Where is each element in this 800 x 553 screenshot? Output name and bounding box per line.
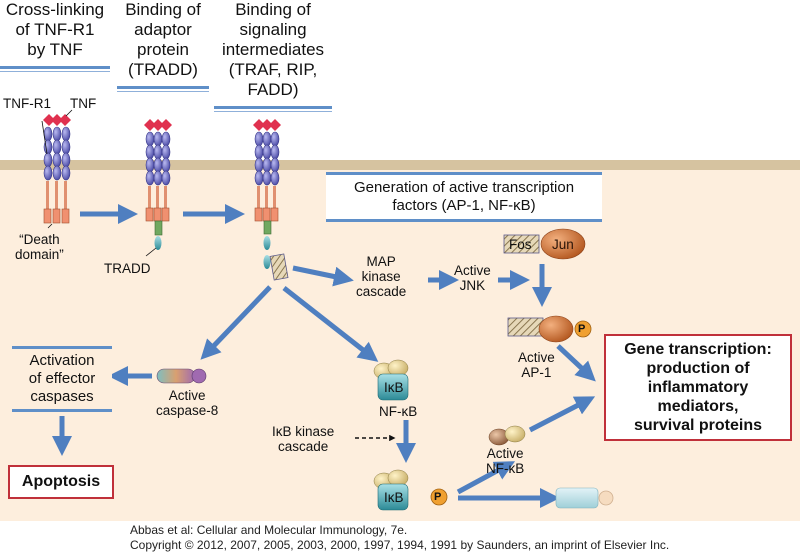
header-underline — [117, 86, 209, 89]
phosphorylated-ikb-nfkb-complex — [373, 469, 448, 511]
phosphate-label-bottom: P — [434, 491, 442, 503]
plasma-membrane — [0, 160, 800, 170]
active-ap1-label: Active AP-1 — [518, 350, 555, 380]
header-signaling-binding: Binding of signaling intermediates (TRAF… — [214, 0, 332, 112]
copyright-line: Copyright © 2012, 2007, 2005, 2003, 2000… — [130, 538, 670, 552]
header-underline-thin — [214, 111, 332, 112]
header-underline — [214, 106, 332, 109]
tradd-label: TRADD — [104, 261, 151, 276]
ikb-nfkb-complex — [373, 359, 409, 401]
apoptosis-text: Apoptosis — [21, 473, 101, 490]
phosphate-circle — [574, 320, 592, 338]
ikb-label: IκB — [384, 380, 404, 395]
header-adaptor-binding: Binding of adaptor protein (TRADD) — [117, 0, 209, 92]
ikb-kinase-label: IκB kinase cascade — [272, 424, 335, 454]
active-nfkb-label: Active NF-κB — [486, 446, 525, 476]
header-underline — [0, 66, 110, 69]
ikb-phospho-label: IκB — [384, 490, 404, 505]
effector-caspases-box: Activation of effector caspases — [12, 346, 112, 412]
jun-protein — [540, 228, 586, 260]
fos-protein — [503, 234, 540, 254]
map-kinase-label: MAP kinase cascade — [356, 254, 407, 299]
citation-line: Abbas et al: Cellular and Molecular Immu… — [130, 523, 408, 537]
pathway-arrows — [52, 204, 596, 508]
jun-label: Jun — [552, 237, 574, 252]
phosphate-label: P — [578, 323, 586, 335]
gene-transcription-box: Gene transcription: production of inflam… — [604, 334, 792, 441]
nfkb-label: NF-κB — [379, 404, 418, 419]
active-nfkb-dimer — [488, 425, 526, 446]
degraded-ikb — [555, 487, 614, 509]
tnfr1-signaling-complex — [253, 119, 289, 281]
tnfr1-tradd-complex — [144, 119, 172, 250]
tnfr1-label: TNF-R1 — [3, 96, 51, 111]
active-caspase8-label: Active caspase-8 — [156, 388, 219, 418]
apoptosis-box: Apoptosis — [8, 465, 114, 499]
header-signaling-text: Binding of signaling intermediates (TRAF… — [221, 0, 325, 99]
tnf-label: TNF — [70, 96, 97, 111]
fos-label: Fos — [509, 237, 532, 252]
header-crosslinking-text: Cross-linking of TNF-R1 by TNF — [5, 0, 105, 59]
transcription-factors-box: Generation of active transcription facto… — [326, 172, 602, 222]
active-jnk-label: Active JNK — [454, 263, 491, 293]
transcription-factors-text: Generation of active transcription facto… — [353, 179, 575, 214]
header-adaptor-text: Binding of adaptor protein (TRADD) — [125, 0, 201, 79]
active-caspase8 — [156, 368, 207, 384]
header-underline-thin — [117, 91, 209, 92]
active-ap1-complex — [507, 315, 592, 343]
header-crosslinking: Cross-linking of TNF-R1 by TNF — [0, 0, 110, 72]
death-domain-label: “Death domain” — [15, 232, 64, 262]
header-underline-thin — [0, 71, 110, 72]
tnfr1-receptor-trimer — [43, 114, 71, 224]
effector-caspases-text: Activation of effector caspases — [28, 352, 96, 405]
gene-transcription-text: Gene transcription: production of inflam… — [624, 341, 772, 434]
